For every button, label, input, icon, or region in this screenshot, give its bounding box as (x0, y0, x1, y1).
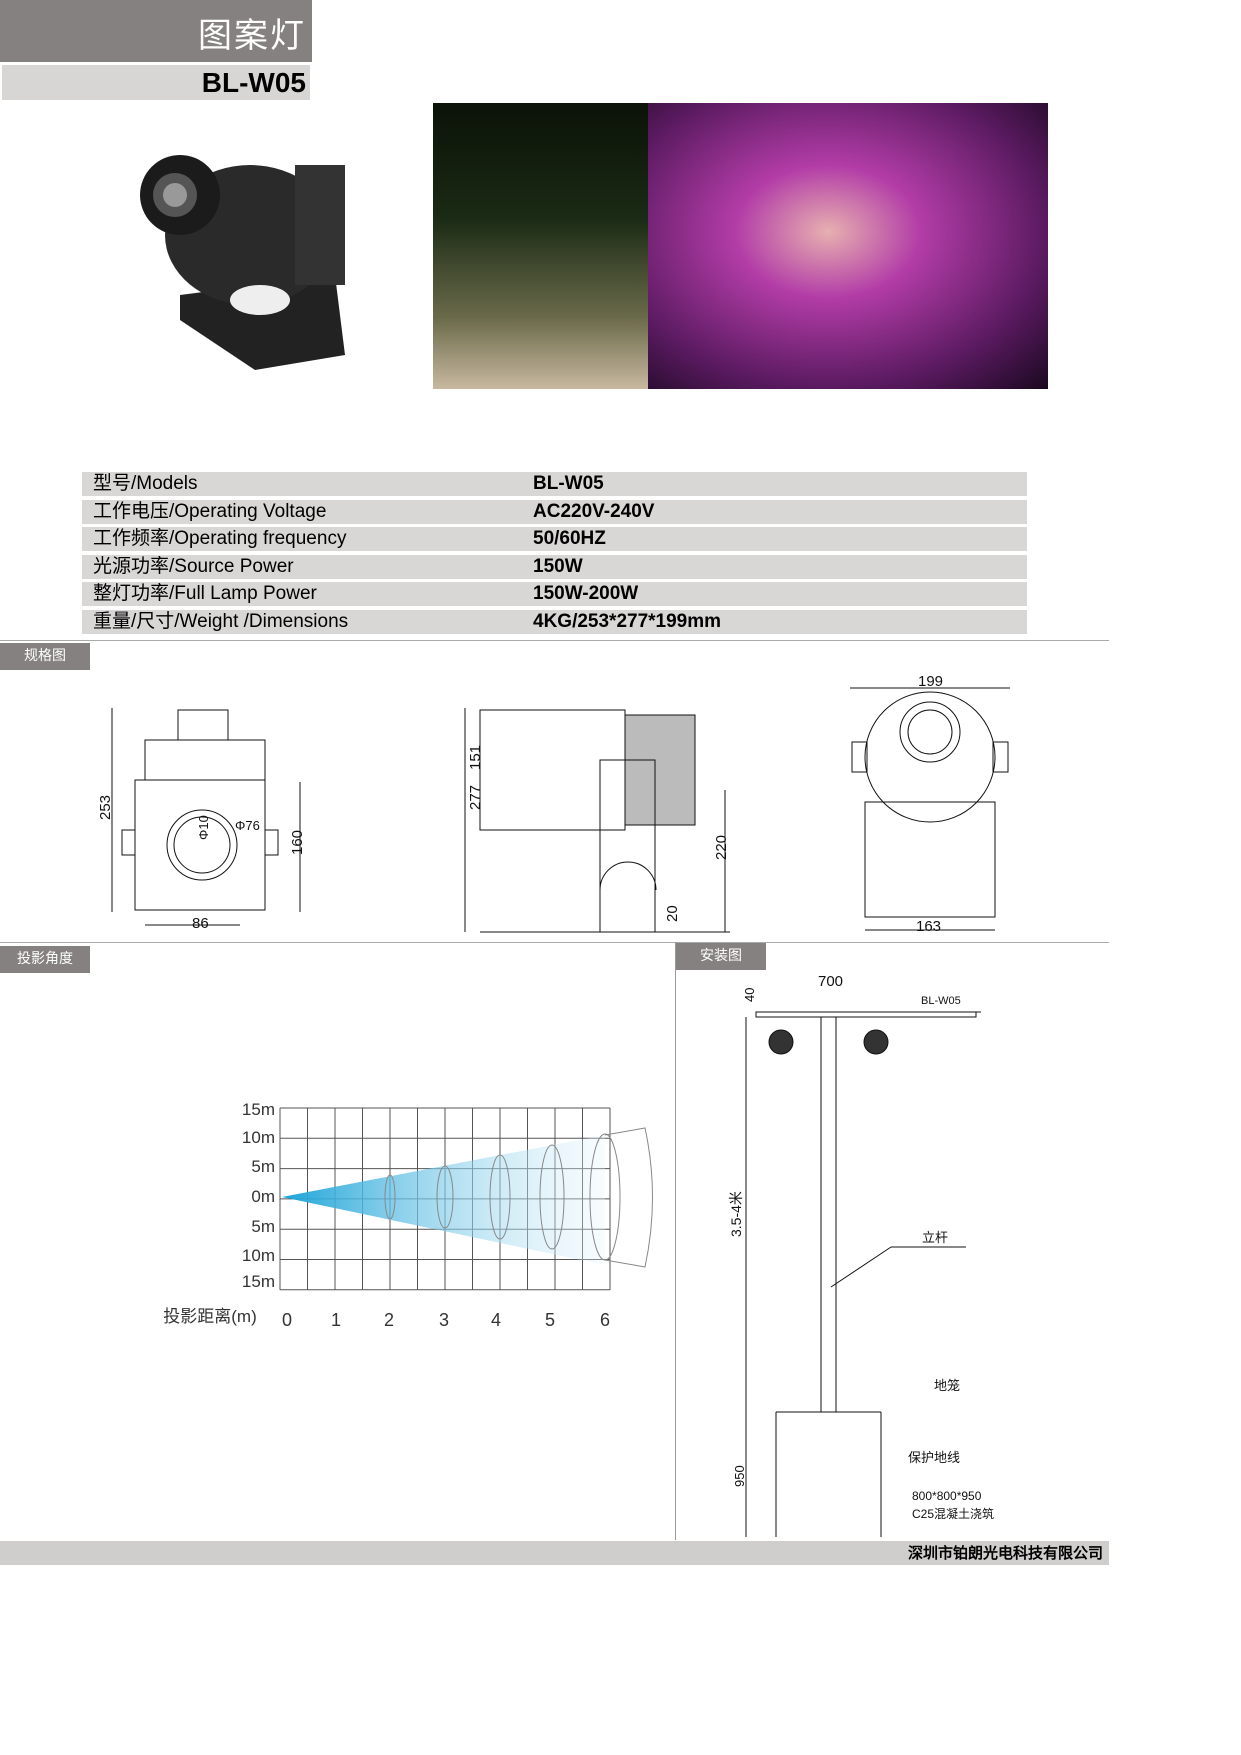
spec-value: BL-W05 (533, 473, 604, 494)
spec-row: 工作电压/Operating Voltage AC220V-240V (82, 499, 1027, 524)
svg-text:15m: 15m (242, 1100, 275, 1119)
side-view-drawing: 277 151 220 20 (464, 708, 730, 933)
product-photo (140, 155, 345, 370)
svg-text:800*800*950: 800*800*950 (912, 1489, 982, 1503)
svg-text:160: 160 (289, 830, 306, 855)
svg-text:5m: 5m (251, 1157, 275, 1176)
svg-text:0: 0 (282, 1310, 292, 1330)
spec-label: 工作电压/Operating Voltage (93, 500, 327, 522)
spec-row: 光源功率/Source Power 150W (82, 554, 1027, 579)
divider (675, 942, 676, 1540)
spec-label: 工作频率/Operating frequency (93, 528, 347, 549)
svg-text:700: 700 (818, 973, 843, 990)
top-view-drawing: 199 163 (850, 673, 1010, 935)
svg-text:10m: 10m (242, 1128, 275, 1147)
spec-value: 4KG/253*277*199mm (533, 610, 722, 632)
svg-text:20: 20 (664, 905, 681, 922)
svg-text:投影距离(m): 投影距离(m) (163, 1307, 256, 1326)
svg-text:1: 1 (331, 1310, 341, 1330)
projection-angle-diagram: 15m 10m 5m 0m 5m 10m 15m 投影距离(m) 0 1 2 3 4 5 6 (163, 1100, 653, 1330)
svg-text:40: 40 (742, 988, 757, 1002)
svg-text:163: 163 (916, 918, 941, 935)
projection-photo-street (433, 103, 648, 389)
spec-row: 整灯功率/Full Lamp Power 150W-200W (82, 582, 1027, 606)
svg-text:5: 5 (545, 1310, 555, 1330)
svg-text:5m: 5m (251, 1217, 275, 1236)
svg-text:3.5-4米: 3.5-4米 (728, 1191, 744, 1237)
spec-row: 重量/尺寸/Weight /Dimensions 4KG/253*277*199m… (82, 609, 1027, 634)
svg-text:15m: 15m (242, 1272, 275, 1291)
divider (0, 942, 1109, 943)
spec-table: 型号/Models BL-W05 工作电压/Operating Voltage AC… (82, 472, 1027, 637)
svg-text:10m: 10m (242, 1246, 275, 1265)
svg-text:保护地线: 保护地线 (908, 1450, 960, 1465)
svg-text:277: 277 (467, 785, 484, 810)
section-spec-drawing: 规格图 (0, 643, 90, 670)
spec-label: 型号/Models (93, 473, 198, 494)
spec-label: 光源功率/Source Power (93, 555, 294, 577)
product-category-title: 图案灯 (0, 0, 312, 62)
svg-text:220: 220 (713, 835, 730, 860)
spec-label: 整灯功率/Full Lamp Power (93, 583, 317, 604)
svg-text:Φ10: Φ10 (196, 815, 211, 840)
installation-diagram: 700 40 BL-W05 3.5-4米 立杆 地笼 保护地线 800*800*… (728, 973, 994, 1537)
svg-text:C25混凝土浇筑: C25混凝土浇筑 (912, 1506, 994, 1521)
svg-text:151: 151 (467, 745, 484, 770)
svg-text:Φ76: Φ76 (235, 818, 260, 833)
svg-text:199: 199 (918, 673, 943, 690)
projection-photo-building (648, 103, 1048, 389)
spec-label: 重量/尺寸/Weight /Dimensions (93, 610, 349, 632)
spec-value: 150W-200W (533, 583, 639, 604)
svg-text:253: 253 (97, 795, 114, 820)
footer-company: 深圳市铂朗光电科技有限公司 (0, 1541, 1109, 1565)
svg-text:BL-W05: BL-W05 (921, 995, 961, 1007)
svg-text:86: 86 (192, 915, 209, 932)
svg-text:2: 2 (384, 1310, 394, 1330)
svg-text:4: 4 (491, 1310, 501, 1330)
divider (0, 640, 1109, 641)
svg-text:地笼: 地笼 (934, 1378, 960, 1393)
spec-value: AC220V-240V (533, 500, 655, 522)
svg-text:6: 6 (600, 1310, 610, 1330)
section-projection-angle: 投影角度 (0, 946, 90, 973)
model-title: BL-W05 (2, 65, 310, 100)
svg-text:立杆: 立杆 (922, 1230, 948, 1245)
svg-text:950: 950 (732, 1465, 747, 1487)
svg-text:0m: 0m (251, 1187, 275, 1206)
svg-text:3: 3 (439, 1310, 449, 1330)
section-installation: 安装图 (676, 943, 766, 970)
front-view-drawing: 253 Φ10 Φ76 160 86 (97, 708, 306, 932)
spec-value: 50/60HZ (533, 528, 606, 549)
spec-row: 型号/Models BL-W05 (82, 472, 1027, 496)
spec-value: 150W (533, 555, 583, 577)
spec-row: 工作频率/Operating frequency 50/60HZ (82, 527, 1027, 551)
